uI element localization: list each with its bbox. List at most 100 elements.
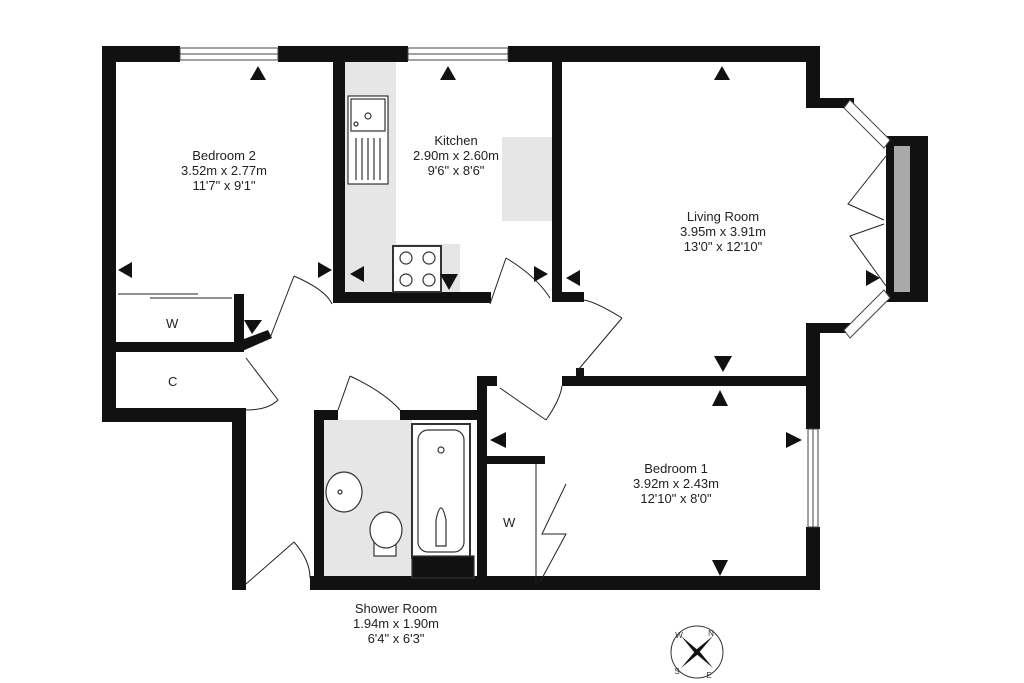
door-kitchen — [489, 257, 551, 305]
arrow-bed2-right — [318, 262, 332, 278]
room-metric: 2.90m x 2.60m — [413, 148, 499, 163]
room-metric: 3.52m x 2.77m — [181, 163, 267, 178]
cupboard-label: C — [168, 374, 178, 389]
wall-bay-inner — [886, 140, 894, 300]
arrow-bed1-right — [786, 432, 802, 448]
arrow-bed1-top — [712, 390, 728, 406]
arrow-kitchen-top — [440, 66, 456, 80]
compass-e: E — [706, 671, 711, 680]
wall-bed2-kitchen — [333, 58, 345, 300]
wall-bay-right — [910, 136, 928, 302]
compass: N W S E — [670, 625, 724, 680]
wall-top-mid — [278, 46, 408, 62]
wall-wardrobe-bottom — [116, 342, 244, 352]
arrow-living-left — [566, 270, 580, 286]
wall-shower-top-left — [314, 410, 338, 420]
kitchen-fixtures — [347, 95, 442, 293]
arrow-living-bottom — [714, 356, 732, 372]
room-imperial: 6'4" x 6'3" — [367, 631, 425, 646]
room-label-bedroom1: Bedroom 1 3.92m x 2.43m 12'10" x 8'0" — [633, 461, 719, 506]
wall-living-bed1 — [562, 376, 820, 386]
wall-bed1-left-top — [477, 376, 497, 386]
windows — [179, 47, 891, 528]
window-bay-bottom — [843, 289, 891, 339]
arrow-bed1-bottom — [712, 560, 728, 576]
door-bay-upper — [847, 155, 887, 221]
wall-shower-left — [314, 410, 324, 590]
window-bay-top — [843, 99, 891, 149]
arrow-living-right — [866, 270, 880, 286]
compass-n: N — [708, 629, 714, 638]
room-label-bedroom2: Bedroom 2 3.52m x 2.77m 11'7" x 9'1" — [181, 148, 267, 193]
arrow-bed1-left — [490, 432, 506, 448]
door-bedroom1 — [499, 385, 563, 421]
door-cupboard — [245, 357, 279, 411]
room-imperial: 12'10" x 8'0" — [640, 491, 712, 506]
arrow-living-top — [714, 66, 730, 80]
toilet-bowl — [369, 511, 403, 549]
door-bedroom2 — [269, 275, 333, 339]
room-name: Bedroom 2 — [192, 148, 256, 163]
wall-living-stub — [552, 292, 584, 302]
door-bay-lower — [849, 223, 887, 287]
wall-shower-top-right — [400, 410, 487, 420]
wall-top-left — [102, 46, 180, 62]
wash-basin — [325, 471, 363, 513]
walls — [102, 46, 928, 590]
wall-bed1-wardrobe-top — [487, 456, 545, 464]
room-name: Bedroom 1 — [644, 461, 708, 476]
door-wardrobe-bed1 — [535, 464, 567, 583]
room-metric: 3.95m x 3.91m — [680, 224, 766, 239]
wall-bay-top — [806, 98, 854, 108]
arrow-bed2-top — [250, 66, 266, 80]
room-metric: 1.94m x 1.90m — [353, 616, 439, 631]
wall-bottom — [310, 576, 820, 590]
compass-needle-cross — [681, 636, 713, 668]
arrow-bed2-bottom — [244, 320, 262, 334]
door-living — [577, 299, 623, 371]
kitchen-unit-right — [502, 137, 552, 221]
room-imperial: 13'0" x 12'10" — [683, 239, 763, 254]
wall-bay-cap-bottom — [886, 292, 928, 302]
wall-wardrobe-angle — [236, 330, 272, 352]
compass-s: S — [674, 667, 679, 676]
room-imperial: 9'6" x 8'6" — [427, 163, 485, 178]
arrow-kitchen-right — [534, 266, 548, 282]
wall-bay-bottom — [806, 323, 854, 333]
wall-bay-cap-top — [886, 136, 928, 146]
wall-corridor-left — [232, 408, 246, 590]
wall-cupboard-bottom — [102, 408, 246, 422]
wall-bed1-left — [477, 376, 487, 590]
wall-left — [102, 46, 116, 422]
bay-window-seat — [894, 146, 910, 292]
wall-bed1-right-lower — [806, 527, 820, 590]
bathroom-fixtures — [325, 423, 475, 579]
door-wardrobe-bed2 — [118, 293, 232, 299]
arrow-kitchen-bottom — [440, 274, 458, 290]
wall-bed2-wardrobe-right — [234, 294, 244, 352]
room-name: Kitchen — [434, 133, 478, 148]
room-label-shower-room: Shower Room 1.94m x 1.90m 6'4" x 6'3" — [353, 601, 439, 646]
bath-end-panel — [411, 555, 475, 579]
doors — [118, 155, 887, 585]
room-imperial: 11'7" x 9'1" — [192, 178, 256, 193]
wall-kitchen-living — [552, 58, 562, 302]
wardrobe-label-bedroom2: W — [166, 316, 179, 331]
wall-kitchen-bottom — [333, 292, 491, 303]
kitchen-hob — [392, 245, 442, 293]
wall-top-right — [508, 46, 820, 62]
wall-living-door-post — [576, 368, 584, 384]
door-front — [245, 541, 311, 585]
wall-living-right-upper — [806, 46, 820, 106]
room-metric: 3.92m x 2.43m — [633, 476, 719, 491]
room-name: Living Room — [686, 209, 760, 224]
wardrobe-label-bedroom1: W — [503, 515, 516, 530]
door-shower — [337, 375, 401, 411]
compass-w: W — [675, 631, 683, 640]
room-label-living-room: Living Room 3.95m x 3.91m 13'0" x 12'10" — [680, 209, 766, 254]
arrow-bed2-left — [118, 262, 132, 278]
room-name: Shower Room — [354, 601, 438, 616]
room-label-kitchen: Kitchen 2.90m x 2.60m 9'6" x 8'6" — [413, 133, 499, 178]
arrow-kitchen-left — [350, 266, 364, 282]
